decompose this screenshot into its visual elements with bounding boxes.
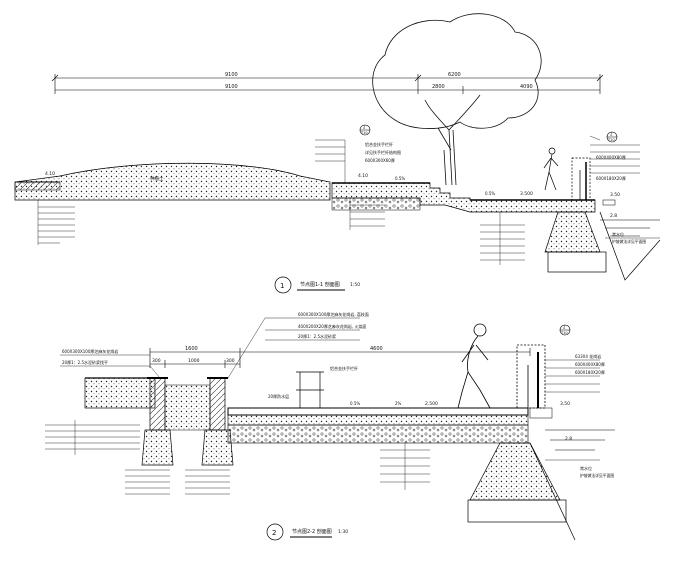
slope-2a: 0.5% <box>350 401 360 406</box>
callout-leaders-2 <box>45 317 600 495</box>
section-1-title-block <box>274 276 345 294</box>
callout-1-paver-b: 600X400X80厚 <box>596 155 626 160</box>
dim-second-right-1: 4090 <box>520 84 533 90</box>
person-figure-2 <box>457 323 491 409</box>
dim-second-left-1: 9100 <box>225 84 238 90</box>
foundation-2 <box>467 407 615 541</box>
callout-1-paver-c: 600X180X20厚 <box>596 176 626 181</box>
callout-2-paver-c: 600X180X20厚 <box>575 370 605 375</box>
railing-ref-top-1: 2 <box>610 132 613 137</box>
foundation-1 <box>544 199 661 281</box>
slope-1b: 0.5% <box>485 191 495 196</box>
detail-ref-bottom-2: T10 <box>560 331 568 335</box>
paving-section-1 <box>331 182 596 213</box>
section-2: 1600 4600 300 1000 300 0.5% 2.500 2% <box>45 311 615 541</box>
callout-2-paver-b: 600X400X80厚 <box>575 362 605 367</box>
elev-water-b-1: 2.8 <box>610 213 617 219</box>
elev-mid-1: 4.10 <box>358 173 368 179</box>
railing-ref-bottom-1: T10 <box>607 138 615 142</box>
dim-top-right-2: 4600 <box>370 346 383 352</box>
dim-second-mid-1: 2800 <box>432 84 445 90</box>
detail-ref-railing-2 <box>559 324 571 336</box>
section-2-scale: 1:30 <box>338 529 348 535</box>
section-2-title: 节点图2-2 剖面图 <box>292 528 332 535</box>
section-1-title: 节点图1-1 剖面图 <box>300 281 340 288</box>
dim-top-right-1: 6200 <box>448 72 461 78</box>
callout-1-paver-a: 600X300X60厚 <box>365 158 395 163</box>
bench-2 <box>296 371 324 408</box>
callout-2-second-paver: 400X200X20厚芝麻灰花岗岩, 火烧面 <box>298 323 366 329</box>
callout-2-mortar: 20厚1：2.5水泥砂浆 <box>298 333 336 339</box>
detail-ref-bottom-1: T10 <box>360 131 368 135</box>
callout-2-waterproof: 20厚防水层 <box>268 393 289 399</box>
slope-2b: 2% <box>395 401 402 406</box>
dim-top-left-2: 1600 <box>185 346 198 352</box>
callout-1-railing: 铝合金扶手栏杆 <box>365 141 393 147</box>
callout-1-slope-note: 护坡做法详见平面图 <box>612 239 646 244</box>
railing-1 <box>571 157 591 201</box>
callout-2-left-mortar: 20厚1：2.5水泥砂浆找平 <box>62 359 108 365</box>
callout-2-left-paver: 600X300X100厚芝麻灰花岗岩 <box>62 348 118 354</box>
person-figure-1 <box>543 147 559 191</box>
section-2-title-block <box>266 523 332 541</box>
dim-second-a-2: 300 <box>152 358 161 364</box>
callout-2-water: 常水位 <box>580 465 592 471</box>
elev-deck-2: 2.500 <box>425 401 438 407</box>
dimension-lines-1 <box>51 74 604 94</box>
callout-1-water: 常水位 <box>612 231 624 237</box>
tree-illustration <box>372 13 542 186</box>
section-2-number: 2 <box>272 529 276 537</box>
section-1: 9100 6200 9100 2800 4090 种植土 4.10 <box>14 13 661 294</box>
detail-ref-1 <box>359 124 371 136</box>
elev-left-1: 4.10 <box>45 171 55 177</box>
slope-1a: 0.5% <box>395 176 405 181</box>
dim-top-left-1: 9100 <box>225 72 238 78</box>
callout-leaders-1 <box>315 135 660 265</box>
railing-2 <box>516 344 546 409</box>
detail-ref-railing-1 <box>606 131 618 143</box>
ground-label-1: 种植土 <box>150 175 164 182</box>
dimension-lines-2 <box>149 348 531 368</box>
callout-2-railing: 铝合金扶手栏杆 <box>330 365 358 371</box>
dim-second-c-2: 300 <box>226 358 235 364</box>
section-1-number: 1 <box>280 282 284 290</box>
detail-ref-top-2: 2 <box>563 325 566 330</box>
callout-2-top-paver: 600X300X100厚芝麻灰花岗岩, 荔枝面 <box>298 311 369 317</box>
paving-section-2 <box>227 407 529 444</box>
planting-mound <box>14 162 331 201</box>
elev-deck-1: 3.500 <box>520 191 533 197</box>
detail-ref-top-1: 2 <box>363 125 366 130</box>
section-1-scale: 1:50 <box>350 282 360 288</box>
callout-2-granite: 633X4 花岗岩 <box>575 353 601 359</box>
callout-2-slope-note: 护坡做法详见平面图 <box>580 473 614 478</box>
elev-water-b-2: 2.8 <box>565 436 572 442</box>
callout-1-railing-detail: 详见扶手栏杆结构图 <box>365 149 401 155</box>
dim-second-b-2: 1000 <box>188 358 200 364</box>
leader-lines-left-1 <box>37 200 75 245</box>
elev-water-a-2: 3.50 <box>560 401 570 407</box>
elev-water-a-1: 3.50 <box>610 192 620 198</box>
planter-section-2 <box>84 377 234 466</box>
